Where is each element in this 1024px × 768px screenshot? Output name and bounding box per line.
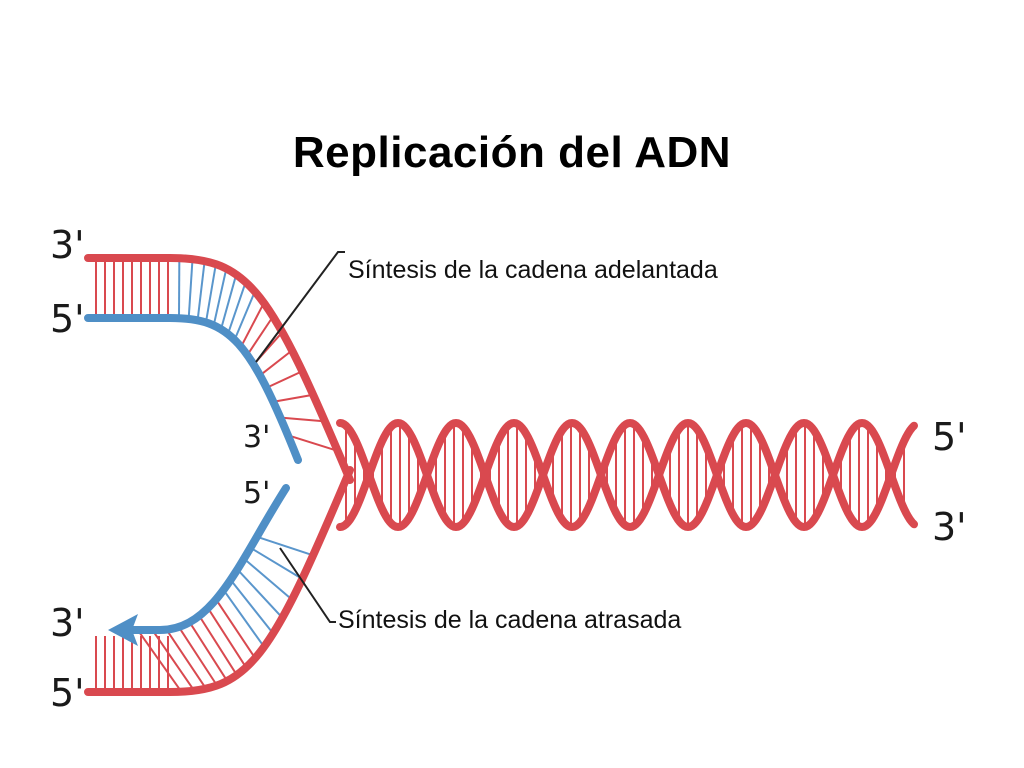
right-5prime-label: 5' <box>932 415 967 459</box>
lower-fork-base-pair <box>196 612 237 674</box>
lower-fork-base-pair <box>138 632 181 690</box>
upper-fork-base-pair <box>248 317 273 353</box>
upper-fork-base-pair <box>276 394 313 403</box>
upper-fork-base-pair <box>228 284 246 331</box>
leading-strand-callout: Síntesis de la cadena adelantada <box>348 256 718 284</box>
slide-title: Replicación del ADN <box>292 128 732 177</box>
leading-strand <box>84 314 302 464</box>
lower-fork-base-pair <box>186 618 227 680</box>
upper-fork-base-pair <box>241 304 264 344</box>
lower-fork-base-pair <box>245 559 292 600</box>
bottom-left-5prime-label: 5' <box>50 671 85 715</box>
lower-fork-base-pair <box>237 569 283 618</box>
lagging-strand-callout: Síntesis de la cadena atrasada <box>338 606 681 634</box>
upper-fork-base-pair <box>291 435 337 452</box>
fork-upper-3prime-label: 3' <box>243 420 270 455</box>
right-3prime-label: 3' <box>932 505 967 549</box>
lower-fork-base-pair <box>214 598 255 657</box>
upper-fork-base-pair <box>268 370 302 388</box>
upper-parental-strand <box>84 254 354 484</box>
lower-fork-base-pair <box>164 627 206 687</box>
fork-lower-5prime-label: 5' <box>243 476 270 511</box>
upper-fork-base-pair <box>283 416 324 423</box>
lower-fork-base-pair <box>230 579 273 633</box>
upper-fork-base-pair <box>261 350 292 375</box>
upper-fork-base-pair <box>205 266 217 320</box>
lagging-strand <box>124 484 290 634</box>
upper-fork-base-pair <box>213 271 227 323</box>
upper-fork-base-pair <box>235 293 255 337</box>
lower-fork-base-pair <box>176 623 217 684</box>
bottom-left-3prime-label: 3' <box>50 601 85 645</box>
helix-strand-a <box>336 418 918 532</box>
lagging-callout-line <box>279 547 336 623</box>
upper-fork-base-pair <box>187 262 194 316</box>
helix-strand-b <box>336 418 918 532</box>
lower-parental-strand <box>84 466 354 696</box>
top-left-3prime-label: 3' <box>50 223 85 267</box>
top-left-5prime-label: 5' <box>50 297 85 341</box>
upper-fork-base-pair <box>197 263 206 318</box>
lower-fork-base-pair <box>252 548 302 580</box>
lower-fork-base-pair <box>259 536 313 556</box>
lower-fork-base-pair <box>222 589 264 646</box>
upper-fork-base-pair <box>221 276 237 326</box>
lower-fork-base-pair <box>152 630 194 689</box>
lower-fork-base-pair <box>206 605 246 667</box>
leading-callout-line <box>255 251 345 363</box>
lagging-strand-arrowhead <box>108 614 138 646</box>
